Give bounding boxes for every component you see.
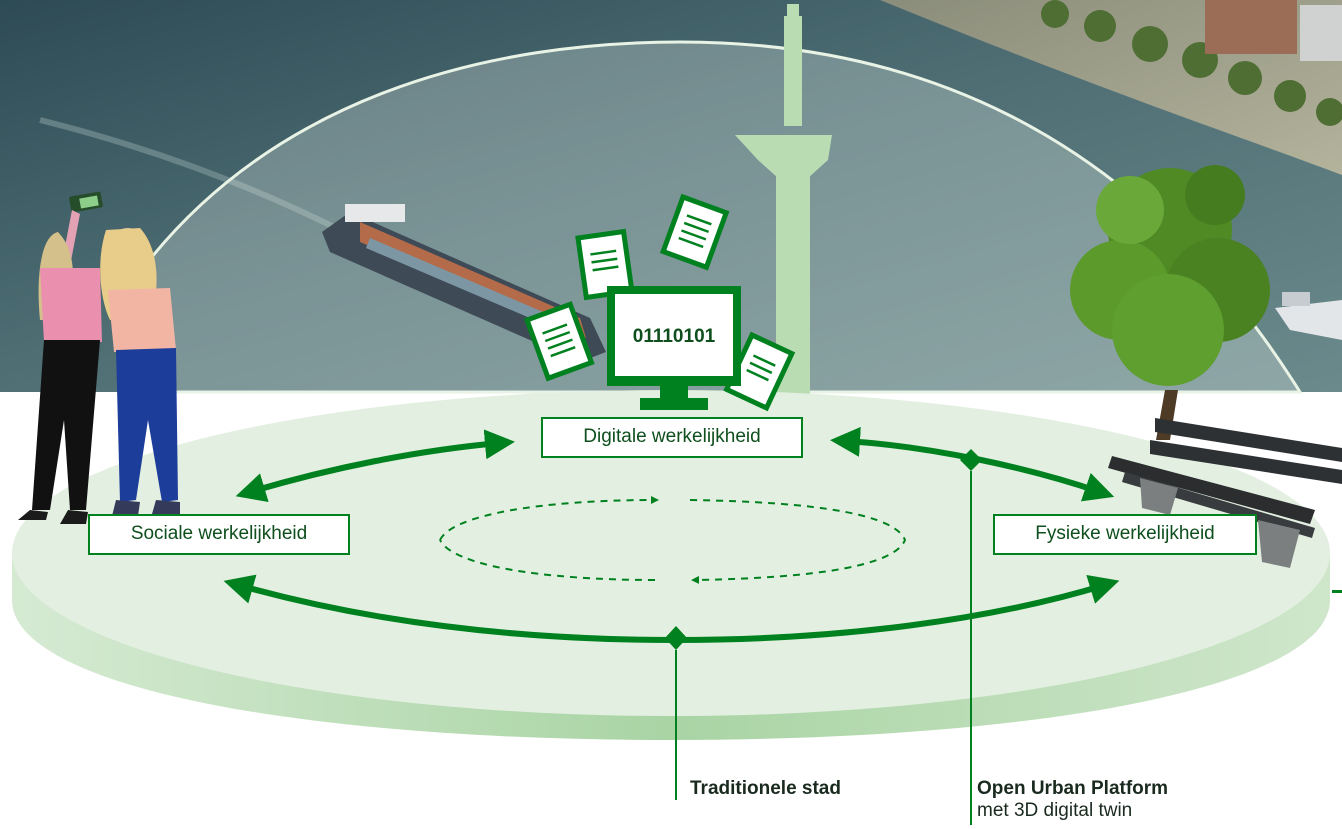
social-reality-label: Sociale werkelijkheid (88, 514, 350, 555)
quay-building-2 (1300, 5, 1342, 61)
traditional-city-title: Traditionele stad (690, 778, 841, 799)
tree (1070, 165, 1270, 440)
monitor-icon: 01110101 (607, 286, 741, 410)
platform-title: Open Urban Platform (977, 778, 1169, 799)
small-boat (1275, 292, 1342, 340)
document-icon (659, 193, 730, 271)
quay-building (1205, 0, 1297, 54)
edge-tick (1332, 590, 1342, 593)
diamond-platform (960, 449, 982, 471)
document-icon (523, 301, 595, 382)
ship-wake (39, 117, 342, 233)
diamond-traditional (665, 626, 687, 650)
arrow-social-digital (235, 429, 515, 503)
physical-reality-label: Fysieke werkelijkheid (993, 514, 1257, 555)
person-standing (100, 228, 180, 516)
bench (1108, 418, 1342, 568)
digital-reality-label: Digitale werkelijkheid (541, 417, 803, 458)
monitor-code: 01110101 (633, 326, 716, 347)
platform-subtitle: met 3D digital twin (977, 800, 1133, 821)
traditional-city-caption: Traditionele stad (690, 778, 841, 800)
platform-caption: Open Urban Platform met 3D digital twin (977, 778, 1168, 822)
person-pointing (18, 191, 103, 524)
